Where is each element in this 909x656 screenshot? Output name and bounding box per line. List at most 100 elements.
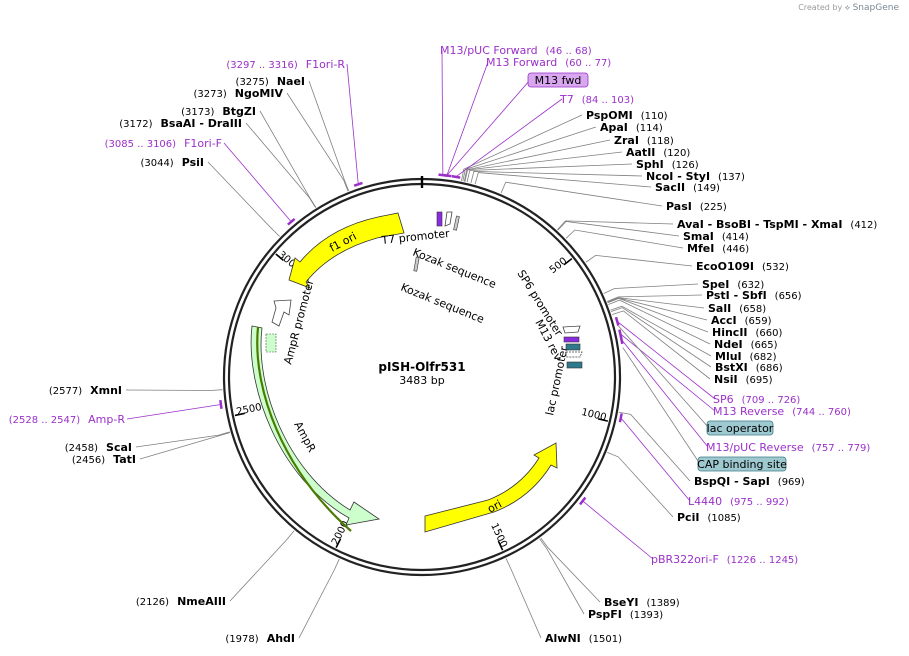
enzyme-site-bspqi-sapi[interactable]: BspQI - SapI(969) [694, 475, 805, 488]
enzyme-site-mlui[interactable]: MluI(682) [715, 350, 777, 363]
enzyme-site-tati[interactable]: (2456)TatI [72, 453, 136, 466]
tick-label-1000: 1000 [580, 407, 607, 424]
sp6-promoter-arrow[interactable] [562, 325, 581, 334]
enzyme-site-bseyi[interactable]: BseYI(1389) [604, 596, 680, 609]
enzyme-site-alwni[interactable]: AlwNI(1501) [545, 632, 622, 645]
enzyme-name: XmnI [90, 384, 122, 397]
enzyme-name: SalI [708, 302, 731, 315]
enzyme-position: (110) [641, 111, 668, 122]
primer-leader-lines [126, 49, 716, 560]
primer-amp-r[interactable]: (2528 .. 2547)Amp-R [9, 413, 126, 426]
enzyme-site-scai[interactable]: (2458)ScaI [65, 441, 132, 454]
primer-sp6[interactable]: SP6(709 .. 726) [713, 393, 800, 406]
enzyme-site-sphi[interactable]: SphI(126) [636, 158, 699, 171]
enzyme-name: NmeAIII [177, 595, 226, 608]
primer-name: L4440 [688, 495, 722, 508]
primer-name: M13 Reverse [713, 405, 784, 418]
primer-m13-reverse[interactable]: M13 Reverse(744 .. 760) [713, 405, 851, 418]
enzyme-site-psii[interactable]: (3044)PsiI [140, 156, 204, 169]
leader-xmni [125, 389, 223, 391]
enzyme-name: NaeI [277, 75, 305, 88]
primer-position: (3085 .. 3106) [105, 139, 177, 150]
enzyme-name: TatI [113, 453, 136, 466]
enzyme-name: PasI [666, 200, 692, 213]
boxed-label-lac-operator[interactable]: lac operator [707, 422, 774, 435]
primer-m13-puc-reverse[interactable]: M13/pUC Reverse(757 .. 779) [706, 441, 870, 454]
leader-scai [135, 431, 230, 448]
enzyme-site-psti-sbfi[interactable]: PstI - SbfI(656) [706, 289, 802, 302]
tick-label-500: 500 [548, 256, 570, 276]
boxed-label-m13-fwd[interactable]: M13 fwd [535, 74, 582, 87]
boxed-leader-cap-binding-site [622, 347, 701, 465]
primer-m13-puc-forward[interactable]: M13/pUC Forward(46 .. 68) [440, 44, 592, 57]
enzyme-site-naei[interactable]: (3275)NaeI [236, 75, 305, 88]
enzyme-site-sali[interactable]: SalI(658) [708, 302, 766, 315]
leader-naei [308, 80, 350, 192]
enzyme-site-bstxi[interactable]: BstXI(686) [715, 361, 783, 374]
primer-m13-forward[interactable]: M13 Forward(60 .. 77) [486, 56, 611, 69]
primer-site-t7 [451, 174, 461, 179]
snapgene-logo-icon: ⟡ [844, 3, 851, 12]
primer-site-m13-puc-reverse [619, 335, 624, 345]
enzyme-name: ApaI [600, 121, 628, 134]
enzyme-site-nmeaiii[interactable]: (2126)NmeAIII [136, 595, 226, 608]
primer-f1ori-r[interactable]: (3297 .. 3316)F1ori-R [226, 58, 345, 71]
ampr-arrow-outline [256, 326, 352, 532]
enzyme-site-acci[interactable]: AccI(659) [711, 314, 772, 327]
enzyme-site-nsii[interactable]: NsiI(695) [714, 373, 773, 386]
enzyme-site-pspfi[interactable]: PspFI(1393) [588, 608, 663, 621]
enzyme-site-bsaai-draiii[interactable]: (3172)BsaAI - DraIII [119, 117, 242, 130]
primer-leader-t7 [455, 98, 563, 178]
ori-arrow[interactable] [424, 442, 558, 533]
primer-name: F1ori-R [306, 58, 346, 71]
primer-pbr322ori-f[interactable]: pBR322ori-F(1226 .. 1245) [651, 553, 798, 566]
leader-ncoi-styi [470, 171, 643, 184]
enzyme-site-mfei[interactable]: MfeI(446) [687, 242, 749, 255]
enzyme-site-aatii[interactable]: AatII(120) [626, 146, 690, 159]
enzyme-position: (149) [693, 183, 720, 194]
enzyme-site-zrai[interactable]: ZraI(118) [614, 134, 674, 147]
primer-name: Amp-R [88, 413, 125, 426]
lac-promoter-arrow[interactable] [565, 351, 583, 358]
leader-nmeaiii [229, 530, 295, 602]
features [250, 211, 583, 533]
enzyme-site-smai[interactable]: SmaI(414) [683, 230, 749, 243]
tick-mark-2000 [335, 538, 342, 548]
enzyme-site-ngomiv[interactable]: (3273)NgoMIV [194, 87, 284, 100]
enzyme-name: AvaI - BsoBI - TspMI - XmaI [677, 218, 842, 231]
enzyme-site-xmni[interactable]: (2577)XmnI [49, 384, 122, 397]
enzyme-site-ahdi[interactable]: (1978)AhdI [225, 632, 295, 645]
enzyme-site-avai-bsobi-tspmi-xmai[interactable]: AvaI - BsoBI - TspMI - XmaI(412) [677, 218, 877, 231]
enzyme-position: (1393) [630, 610, 663, 621]
primer-l4440[interactable]: L4440(975 .. 992) [688, 495, 789, 508]
enzyme-site-pcii[interactable]: PciI(1085) [677, 511, 741, 524]
primer-name: SP6 [713, 393, 734, 406]
enzyme-site-sacii[interactable]: SacII(149) [655, 181, 720, 194]
enzyme-site-ncoi-styi[interactable]: NcoI - StyI(137) [646, 170, 745, 183]
leader-ecoo109i [585, 254, 693, 267]
tick-mark-500 [563, 257, 573, 266]
enzyme-site-ndei[interactable]: NdeI(665) [714, 338, 778, 351]
primer-f1ori-f[interactable]: (3085 .. 3106)F1ori-F [105, 137, 222, 150]
leader-pcii [607, 452, 674, 518]
enzyme-site-ecoo109i[interactable]: EcoO109I(532) [696, 260, 789, 273]
enzyme-name: SmaI [683, 230, 714, 243]
leader-tati [139, 432, 231, 460]
enzyme-site-hincii[interactable]: HincII(660) [712, 326, 783, 339]
leader-aatii [464, 151, 623, 182]
enzyme-site-btgzi[interactable]: (3173)BtgZI [181, 105, 256, 118]
enzyme-position: (3044) [140, 158, 173, 169]
enzyme-site-spei[interactable]: SpeI(632) [702, 278, 764, 291]
enzyme-name: EcoO109I [696, 260, 754, 273]
enzyme-position: (3173) [181, 107, 214, 118]
primer-t7[interactable]: T7(84 .. 103) [559, 93, 634, 106]
boxed-label-cap-binding-site[interactable]: CAP binding site [697, 458, 787, 471]
enzyme-site-pspomi[interactable]: PspOMI(110) [586, 109, 668, 122]
enzyme-position: (969) [778, 477, 805, 488]
f1-ori-arrow[interactable] [288, 212, 405, 289]
enzyme-site-pasi[interactable]: PasI(225) [666, 200, 727, 213]
leader-zrai [463, 139, 611, 182]
enzyme-site-apai[interactable]: ApaI(114) [600, 121, 663, 134]
t7-promoter-arrow[interactable] [444, 211, 453, 227]
ampr-promoter-arrow[interactable] [271, 299, 292, 327]
